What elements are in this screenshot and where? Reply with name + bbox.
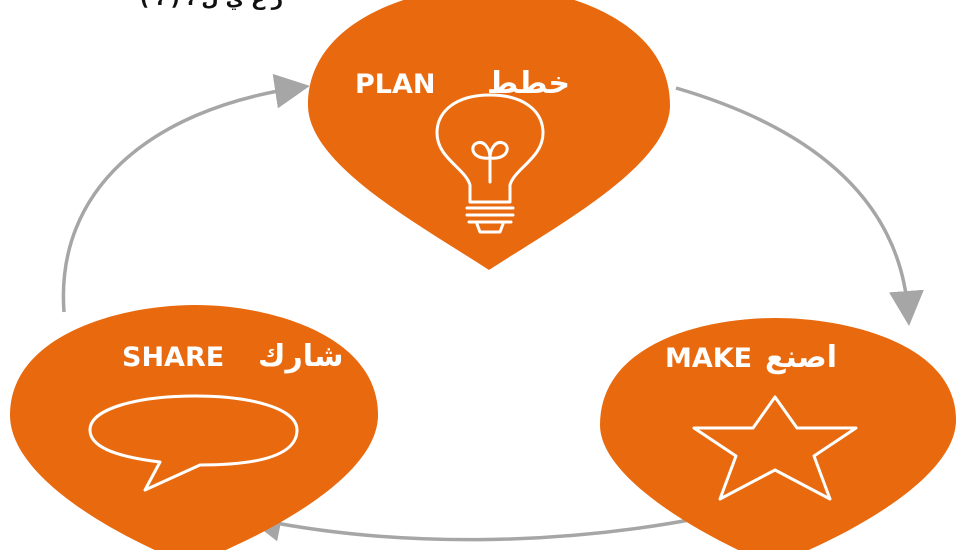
plan-node: PLAN خطط — [308, 0, 670, 270]
arrow-make-to-share — [246, 506, 701, 542]
share-petal — [10, 305, 378, 550]
arrow-share-to-plan — [61, 73, 310, 313]
share-node: SHARE شارك — [10, 305, 378, 550]
make-label-ar: اصنع — [765, 340, 837, 375]
make-petal — [600, 318, 956, 550]
lightbulb-icon — [435, 93, 545, 234]
star-icon — [692, 395, 858, 501]
make-label-en: MAKE — [665, 343, 752, 374]
plan-petal — [308, 0, 670, 270]
make-node: MAKE اصنع — [600, 318, 956, 550]
top-caption: ر ع ي ل ، ( ، ) — [140, 0, 283, 10]
plan-label-en: PLAN — [355, 69, 436, 100]
share-label-ar: شارك — [258, 339, 344, 374]
arrow-plan-to-make — [675, 86, 924, 326]
speech-bubble-icon — [88, 394, 299, 492]
share-label-en: SHARE — [122, 342, 224, 373]
